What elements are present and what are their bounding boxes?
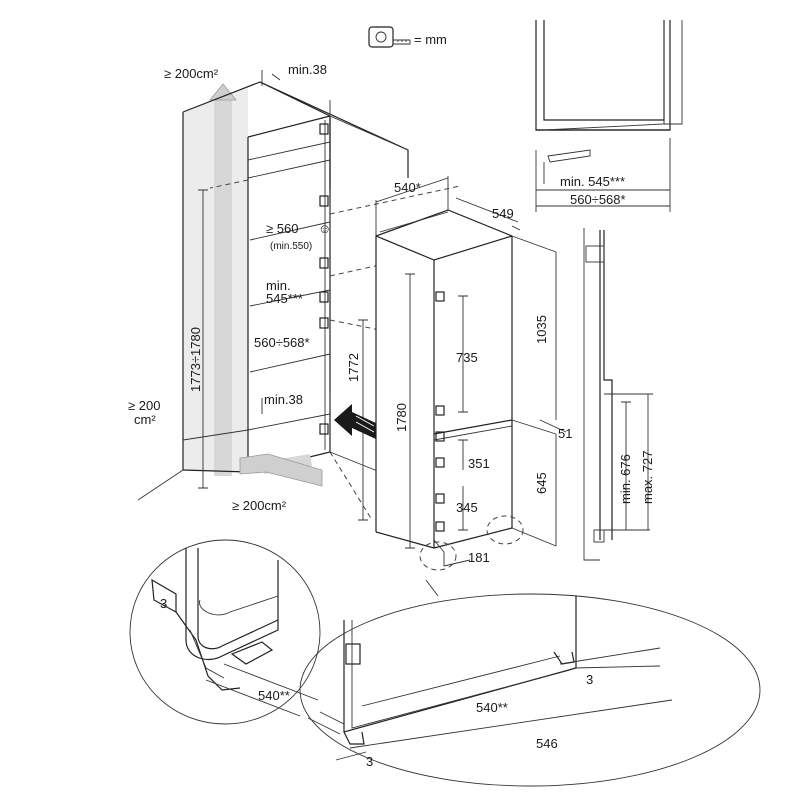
air-out-arrow bbox=[209, 83, 237, 101]
bottom-vent-label-2: cm² bbox=[134, 412, 156, 427]
niche-width-label: 560÷568* bbox=[254, 335, 310, 350]
top-view-width: 560÷568* bbox=[570, 192, 626, 207]
lower-hinge-top-label: 351 bbox=[468, 456, 490, 471]
top-view bbox=[535, 20, 683, 212]
unit-label: = mm bbox=[414, 32, 447, 47]
bottom-vent-label-1: ≥ 200 bbox=[128, 398, 160, 413]
top-view-min-depth: min. 545*** bbox=[560, 174, 625, 189]
side-view-min-clearance: min. 676 bbox=[618, 454, 633, 504]
appliance-body bbox=[375, 209, 524, 571]
appliance-dimensions bbox=[375, 176, 567, 567]
top-vent-label: ≥ 200cm² bbox=[164, 66, 219, 81]
niche-dimensions bbox=[198, 70, 461, 521]
upper-section-label: 1035 bbox=[534, 315, 549, 344]
bottom-gap-label: min.38 bbox=[264, 392, 303, 407]
appliance-height-label: 1780 bbox=[394, 403, 409, 432]
lower-hinge-bottom-label: 345 bbox=[456, 500, 478, 515]
appliance-width-label: 540* bbox=[394, 180, 421, 195]
inner-depth-label-1: min. bbox=[266, 278, 291, 293]
detail-bottom-offset-right: 3 bbox=[586, 672, 593, 687]
air-in-arrow bbox=[239, 453, 323, 487]
detail-bottom-inner-width: 540** bbox=[476, 700, 508, 715]
inner-depth-label-2: 545*** bbox=[266, 291, 303, 306]
cabinet-hinges bbox=[319, 123, 329, 435]
niche-cabinet bbox=[137, 81, 409, 501]
base-label: 181 bbox=[468, 550, 490, 565]
detail-bottom-outer-width: 546 bbox=[536, 736, 558, 751]
smile-icon: ☺ bbox=[318, 221, 331, 236]
side-view bbox=[583, 228, 653, 561]
airflow-channel bbox=[214, 96, 232, 476]
lower-section-label: 645 bbox=[534, 472, 549, 494]
detail-bottom-offset-left: 3 bbox=[366, 754, 373, 769]
door-height-label: 1772 bbox=[346, 353, 361, 382]
side-view-max-clearance: max. 727 bbox=[640, 451, 655, 504]
detail-left-offset: 3 bbox=[160, 596, 167, 611]
upper-hinge-label: 735 bbox=[456, 350, 478, 365]
niche-depth-min-label: ≥ 560 bbox=[266, 221, 298, 236]
detail-left-width: 540** bbox=[258, 688, 290, 703]
insert-arrow bbox=[334, 404, 378, 440]
tape-measure-icon bbox=[368, 26, 411, 48]
detail-bottom bbox=[299, 579, 761, 787]
divider-label: 51 bbox=[558, 426, 572, 441]
detail-left bbox=[129, 539, 321, 725]
top-gap-label: min.38 bbox=[288, 62, 327, 77]
appliance-depth-label: 549 bbox=[492, 206, 514, 221]
niche-height-label: 1773÷1780 bbox=[188, 327, 203, 392]
bottom-vent-front-label: ≥ 200cm² bbox=[232, 498, 287, 513]
niche-depth-min-sub: (min.550) bbox=[270, 241, 312, 252]
